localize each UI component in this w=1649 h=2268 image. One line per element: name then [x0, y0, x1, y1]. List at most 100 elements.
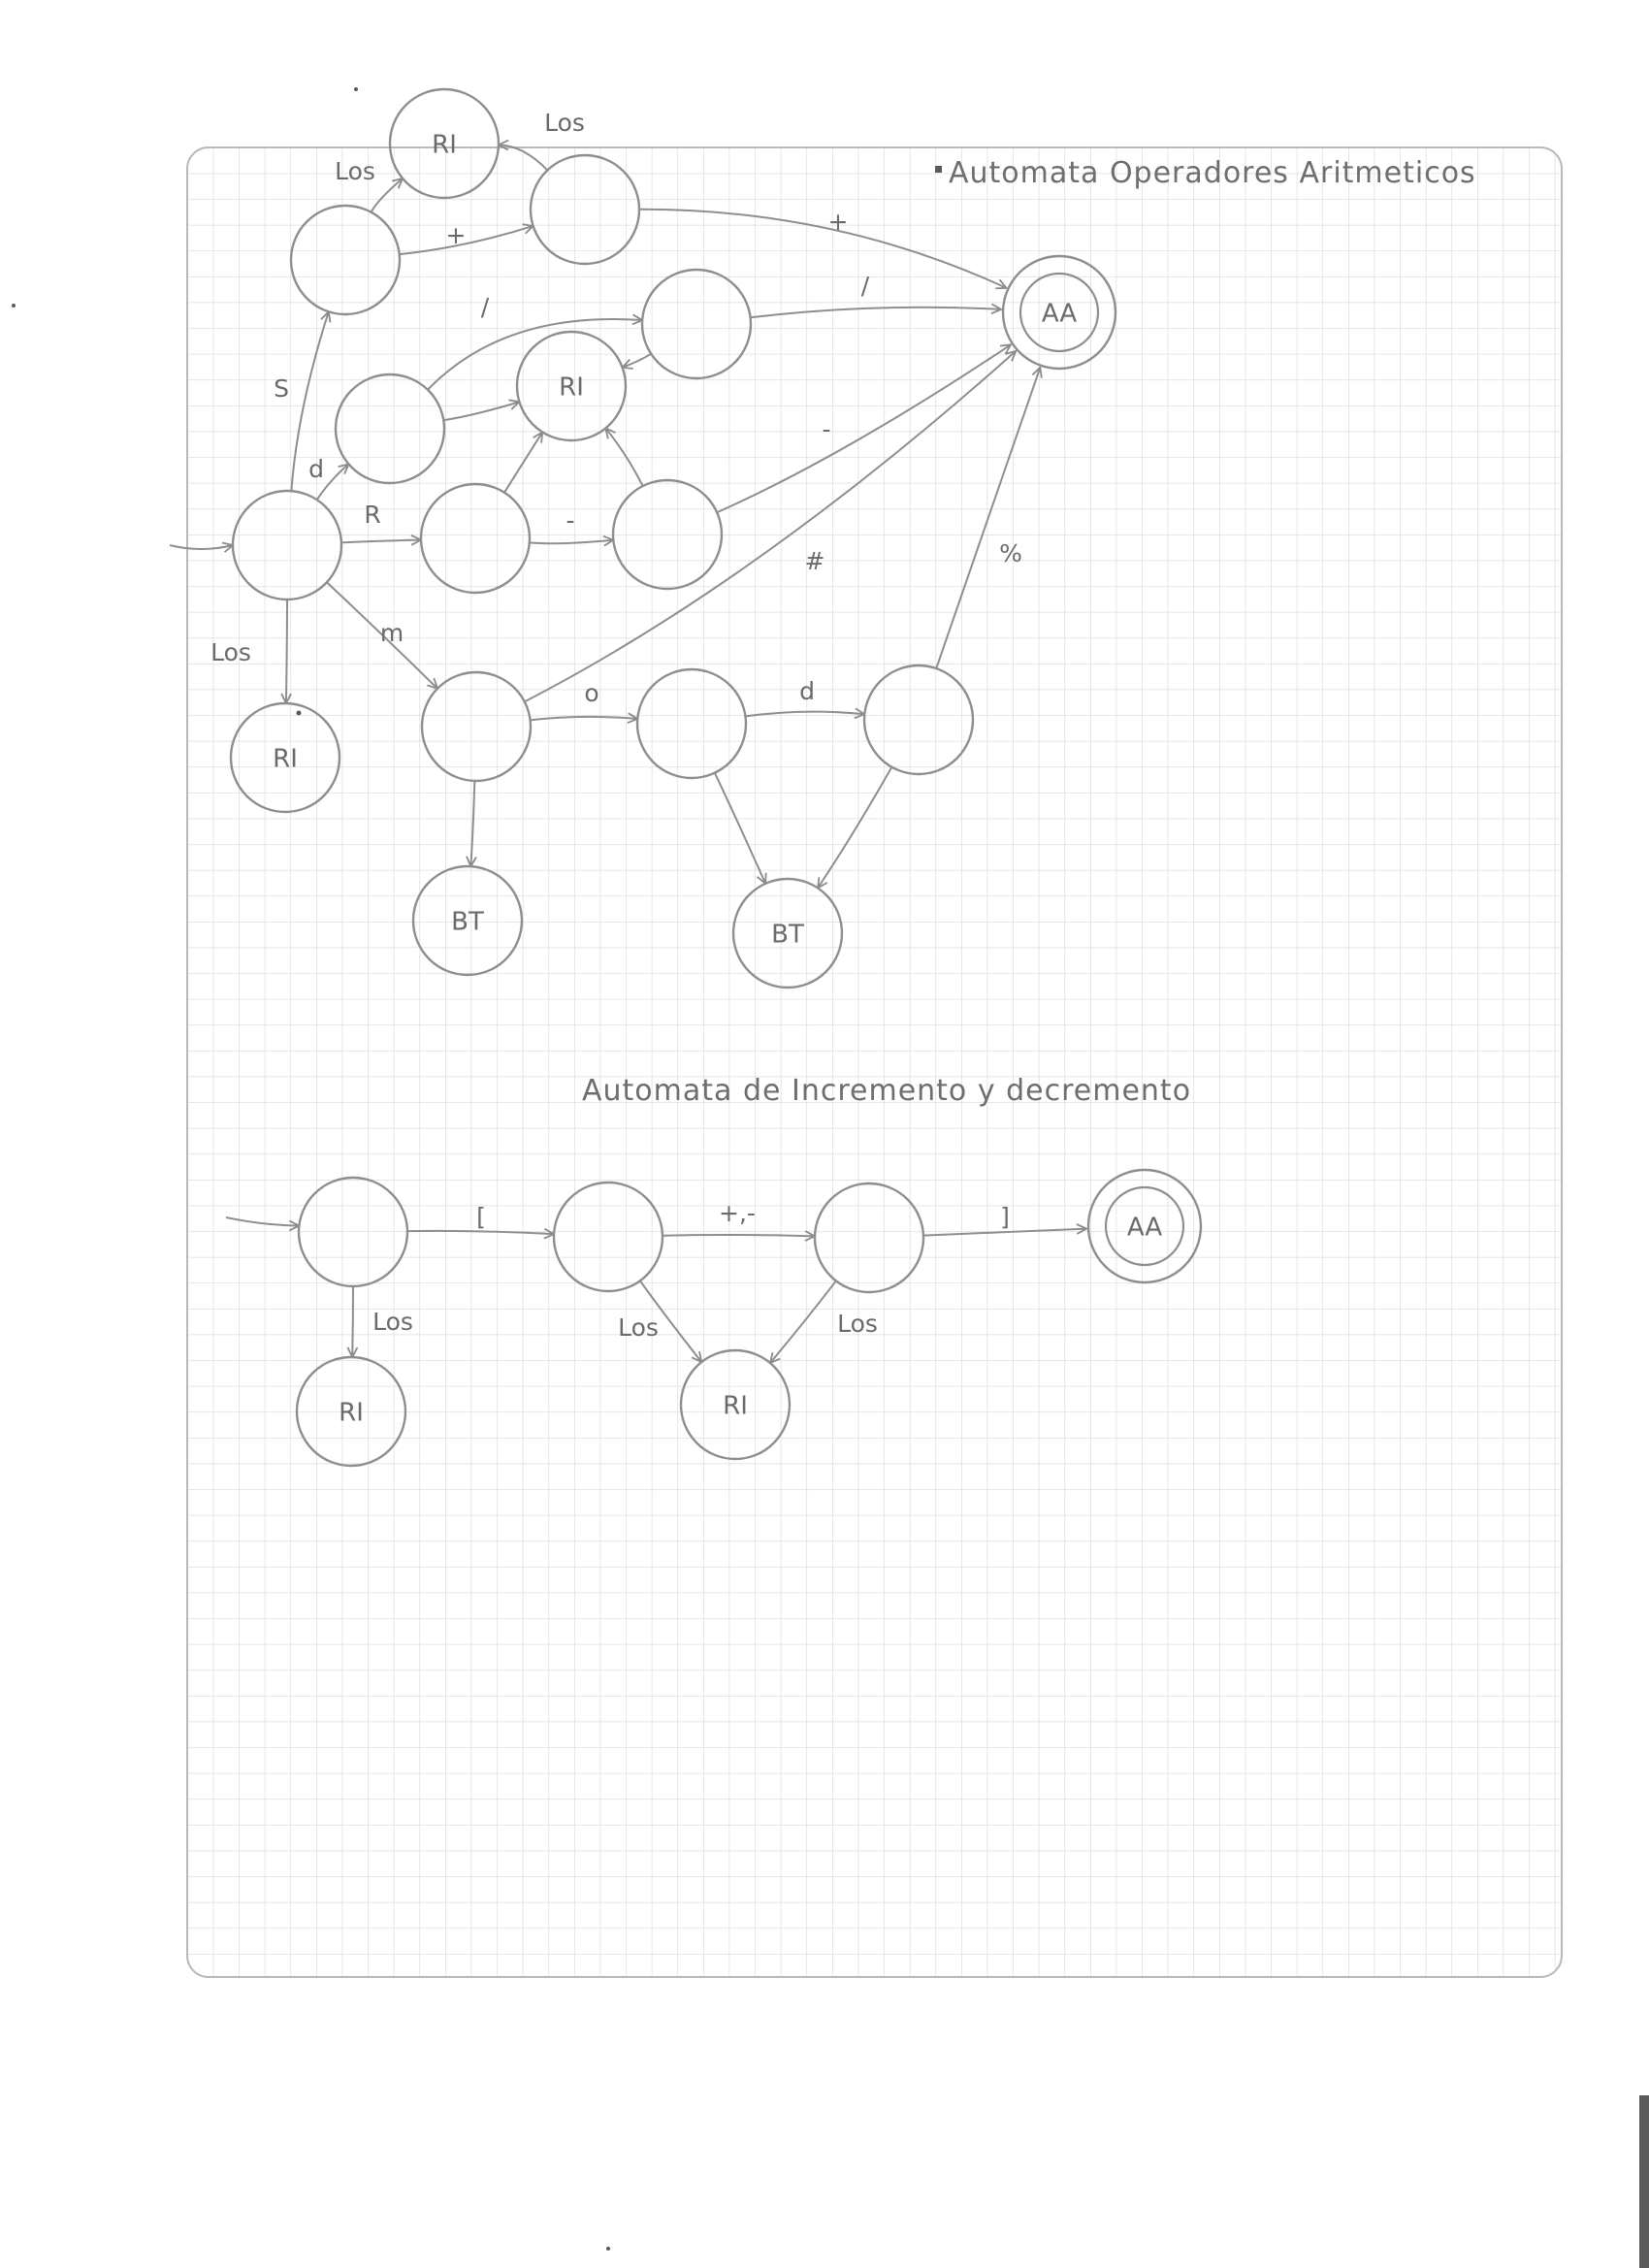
- diagram2-state-q2: [813, 1182, 925, 1294]
- diagram1-state-s0: [231, 489, 343, 601]
- diagram1-edge-sR-to-sMinus: [529, 540, 613, 544]
- diagram1-edge-label-s0-to-sD: d: [308, 455, 324, 483]
- diagram2-edge-q1-to-q2: [662, 1235, 815, 1236]
- diagram1-edge-label-s0-to-riLeft: Los: [210, 638, 251, 666]
- diagram1-edge-label-sS-to-riTop: Los: [335, 157, 375, 185]
- diagram1-edge-sM-to-sO: [530, 717, 638, 721]
- diagram2-accept-ring-aa2: [1104, 1185, 1185, 1267]
- diagram1-start-arrow: [169, 545, 233, 549]
- diagram1-state-riTop: [388, 87, 501, 200]
- diagram1-state-label-bt1: BT: [451, 908, 484, 937]
- diagram1-state-sR: [419, 482, 532, 595]
- diagram2-state-q0: [297, 1176, 409, 1288]
- diagram1-edge-sMinus-to-aa1: [716, 344, 1011, 514]
- diagram1-state-label-bt2: BT: [771, 921, 804, 950]
- diagram2-edge-label-q1-to-q2: +,-: [719, 1199, 756, 1227]
- diagram1-edge-s0-to-sS: [290, 311, 328, 492]
- diagram2-state-label-ri2b: RI: [723, 1392, 748, 1421]
- diagram2-state-ri2a: [295, 1355, 407, 1468]
- diagram1-edge-sDiv-to-riMid: [623, 352, 652, 368]
- diagram1-edge-sD-to-riMid: [443, 402, 519, 422]
- diagram2-edge-q2-to-ri2b: [770, 1280, 837, 1363]
- diagram2-edge-label-q0-to-ri2a: Los: [372, 1308, 413, 1336]
- paper-speck: [12, 304, 16, 308]
- grid-lines: [188, 148, 1561, 1976]
- diagram1-state-sDiv: [640, 268, 753, 380]
- diagram2-state-label-aa2: AA: [1127, 1214, 1163, 1243]
- diagram1-edge-sO-to-sMd: [745, 712, 864, 717]
- diagram1-edge-sM-to-aa1: [524, 351, 1016, 703]
- diagram1-edge-label-sM-to-sO: o: [584, 679, 598, 707]
- diagram1-edge-label-sMinus-to-aa1: -: [822, 415, 830, 443]
- diagram1-edge-sMd-to-bt2: [818, 766, 893, 889]
- diagram1-edge-s0-to-sR: [340, 540, 421, 543]
- diagram1-edge-sD-to-sDiv: [427, 319, 642, 391]
- diagram1-state-sMd: [862, 664, 975, 776]
- diagram1-state-bt1: [411, 864, 524, 977]
- diagram2-edge-q0-to-q1: [406, 1231, 554, 1234]
- diagram1-edge-s0-to-sM: [326, 581, 437, 689]
- diagram2-edge-label-q2-to-ri2b: Los: [837, 1310, 878, 1338]
- diagram1-edge-label-sM-to-aa1: #: [805, 547, 825, 575]
- paper-speck: [354, 87, 358, 91]
- diagram1-edge-label-sD-to-sDiv: /: [481, 293, 490, 321]
- diagram1-state-sM: [420, 670, 533, 783]
- diagram1-state-sO: [635, 667, 748, 780]
- diagram1-edge-label-s0-to-sR: R: [364, 501, 380, 529]
- diagram1-state-label-riTop: RI: [432, 131, 457, 160]
- diagram1-edge-label-sS-to-sPlus: +: [446, 221, 467, 249]
- diagram1-edge-sMinus-to-riMid: [605, 428, 644, 487]
- diagram1-state-sPlus: [529, 153, 641, 266]
- diagram1-edge-label-s0-to-sS: S: [274, 374, 289, 403]
- diagram1-edge-sR-to-riMid: [503, 432, 542, 494]
- diagram1-edge-label-s0-to-sM: m: [380, 619, 404, 647]
- diagram2-edge-label-q0-to-q1: [: [476, 1203, 486, 1231]
- diagram2-start-arrow: [225, 1216, 299, 1226]
- diagram1-state-bt2: [731, 877, 844, 989]
- diagram1-edge-sDiv-to-aa1: [750, 308, 1001, 319]
- diagram2-edge-label-q1-to-ri2b: Los: [618, 1313, 659, 1342]
- paper-speck: [606, 2247, 610, 2251]
- diagram1-state-sS: [289, 204, 402, 316]
- diagram2-edge-q0-to-ri2a: [352, 1285, 353, 1357]
- diagram2-state-q1: [552, 1181, 664, 1293]
- diagram2-edge-label-q2-to-aa2: ]: [1000, 1203, 1010, 1231]
- diagram1-edge-s0-to-sD: [315, 464, 349, 501]
- title-increment-automaton: Automata de Incremento y decremento: [582, 1074, 1191, 1108]
- diagram2-state-label-ri2a: RI: [339, 1399, 364, 1428]
- diagram1-edge-label-sR-to-sMinus: -: [566, 506, 574, 535]
- paper-speck: [296, 710, 302, 716]
- diagram1-edge-label-sPlus-to-aa1: +: [828, 208, 849, 236]
- diagram1-edge-sPlus-to-riTop: [499, 145, 549, 172]
- diagram2-state-aa2: [1086, 1168, 1203, 1284]
- diagram1-state-sD: [334, 373, 446, 485]
- paper-speck: [935, 166, 942, 173]
- diagram1-edge-sO-to-bt2: [713, 772, 765, 884]
- diagram1-edge-sM-to-bt1: [470, 780, 474, 866]
- diagram1-edge-label-sPlus-to-riTop: Los: [544, 109, 585, 137]
- diagram1-state-label-riMid: RI: [559, 373, 584, 403]
- diagram2-edge-q2-to-aa2: [922, 1229, 1086, 1237]
- diagram1-edge-sMd-to-aa1: [935, 368, 1040, 669]
- diagram1-accept-ring-aa1: [1018, 272, 1100, 353]
- paper-speck: [1639, 2095, 1649, 2268]
- diagram1-state-riMid: [515, 330, 628, 442]
- diagram1-state-label-aa1: AA: [1042, 300, 1078, 329]
- diagram2-state-ri2b: [679, 1348, 792, 1461]
- title-arithmetic-automaton: Automata Operadores Aritmeticos: [949, 156, 1476, 190]
- diagram1-edge-sPlus-to-aa1: [638, 208, 1007, 288]
- diagram1-state-sMinus: [611, 478, 724, 591]
- edges-layer: [169, 145, 1086, 1363]
- diagram2-edge-q1-to-ri2b: [639, 1280, 701, 1362]
- diagram1-edge-sS-to-sPlus: [399, 226, 534, 256]
- diagram1-edge-sS-to-riTop: [370, 178, 403, 213]
- diagram1-state-label-riLeft: RI: [273, 745, 298, 774]
- diagram1-edge-s0-to-riLeft: [286, 599, 287, 703]
- diagram1-edge-label-sO-to-sMd: d: [799, 677, 815, 705]
- diagram1-edge-label-sMd-to-aa1: %: [999, 539, 1022, 567]
- diagram1-state-aa1: [1001, 254, 1117, 371]
- diagram1-state-riLeft: [229, 701, 341, 814]
- diagram1-edge-label-sDiv-to-aa1: /: [861, 272, 870, 300]
